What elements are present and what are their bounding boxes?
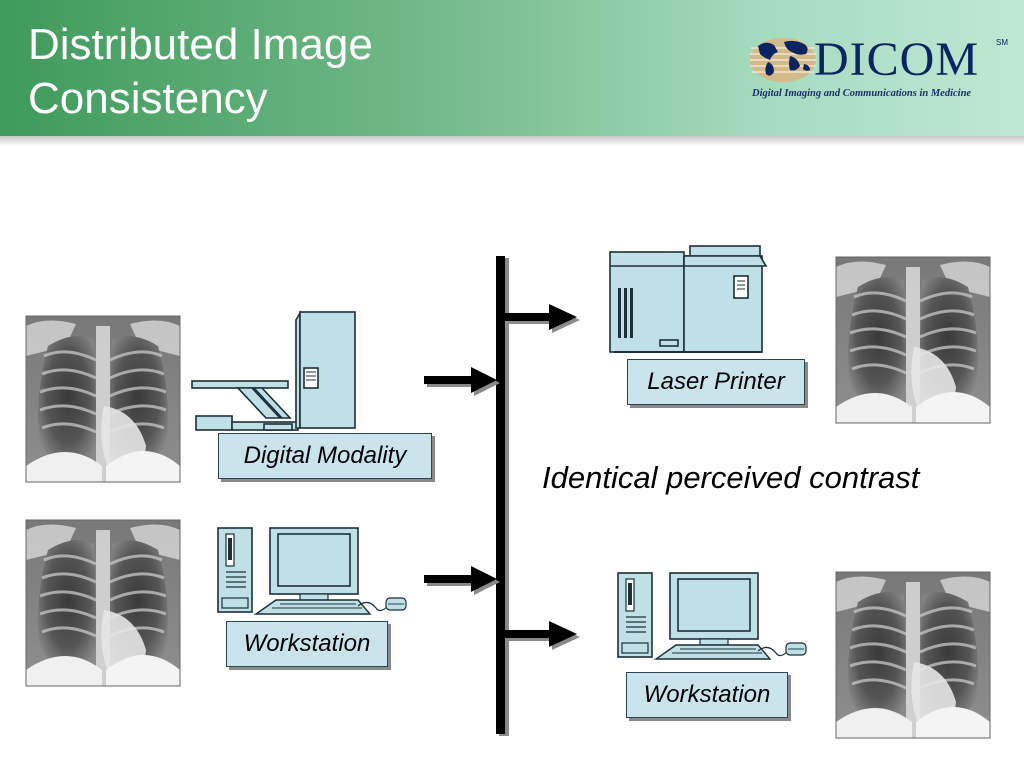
xray-image-workstation-right bbox=[834, 570, 992, 740]
arrow-workstation-to-bus bbox=[424, 566, 500, 595]
dicom-logo: DICOM SM Digital Imaging and Communicati… bbox=[748, 32, 1010, 106]
service-mark: SM bbox=[996, 38, 1008, 47]
globe-icon bbox=[750, 38, 816, 82]
xray-image-modality bbox=[24, 314, 182, 484]
logo-tagline: Digital Imaging and Communications in Me… bbox=[752, 88, 972, 99]
slide-title: Distributed Image Consistency bbox=[28, 18, 373, 126]
banner-shadow bbox=[0, 136, 1024, 146]
workstation-left-label: Workstation bbox=[226, 621, 388, 667]
laser-printer-label: Laser Printer bbox=[627, 359, 805, 405]
workstation-right-label: Workstation bbox=[626, 672, 788, 718]
title-line-2: Consistency bbox=[28, 74, 268, 123]
arrow-bus-to-workstation bbox=[505, 621, 580, 650]
digital-modality-icon bbox=[191, 309, 356, 431]
title-line-1: Distributed Image bbox=[28, 20, 373, 69]
title-banner: Distributed Image Consistency DICOM SM D… bbox=[0, 0, 1024, 136]
laser-printer-icon bbox=[609, 245, 768, 353]
arrow-modality-to-bus bbox=[424, 367, 500, 396]
digital-modality-label: Digital Modality bbox=[218, 433, 432, 479]
network-bus bbox=[496, 256, 509, 736]
contrast-caption: Identical perceived contrast bbox=[542, 460, 920, 495]
workstation-right-icon bbox=[617, 572, 807, 660]
xray-image-workstation-left bbox=[24, 518, 182, 688]
workstation-left-icon bbox=[217, 527, 407, 615]
arrow-bus-to-printer bbox=[505, 304, 580, 333]
logo-wordmark: DICOM bbox=[814, 33, 980, 86]
xray-image-printer bbox=[834, 255, 992, 425]
